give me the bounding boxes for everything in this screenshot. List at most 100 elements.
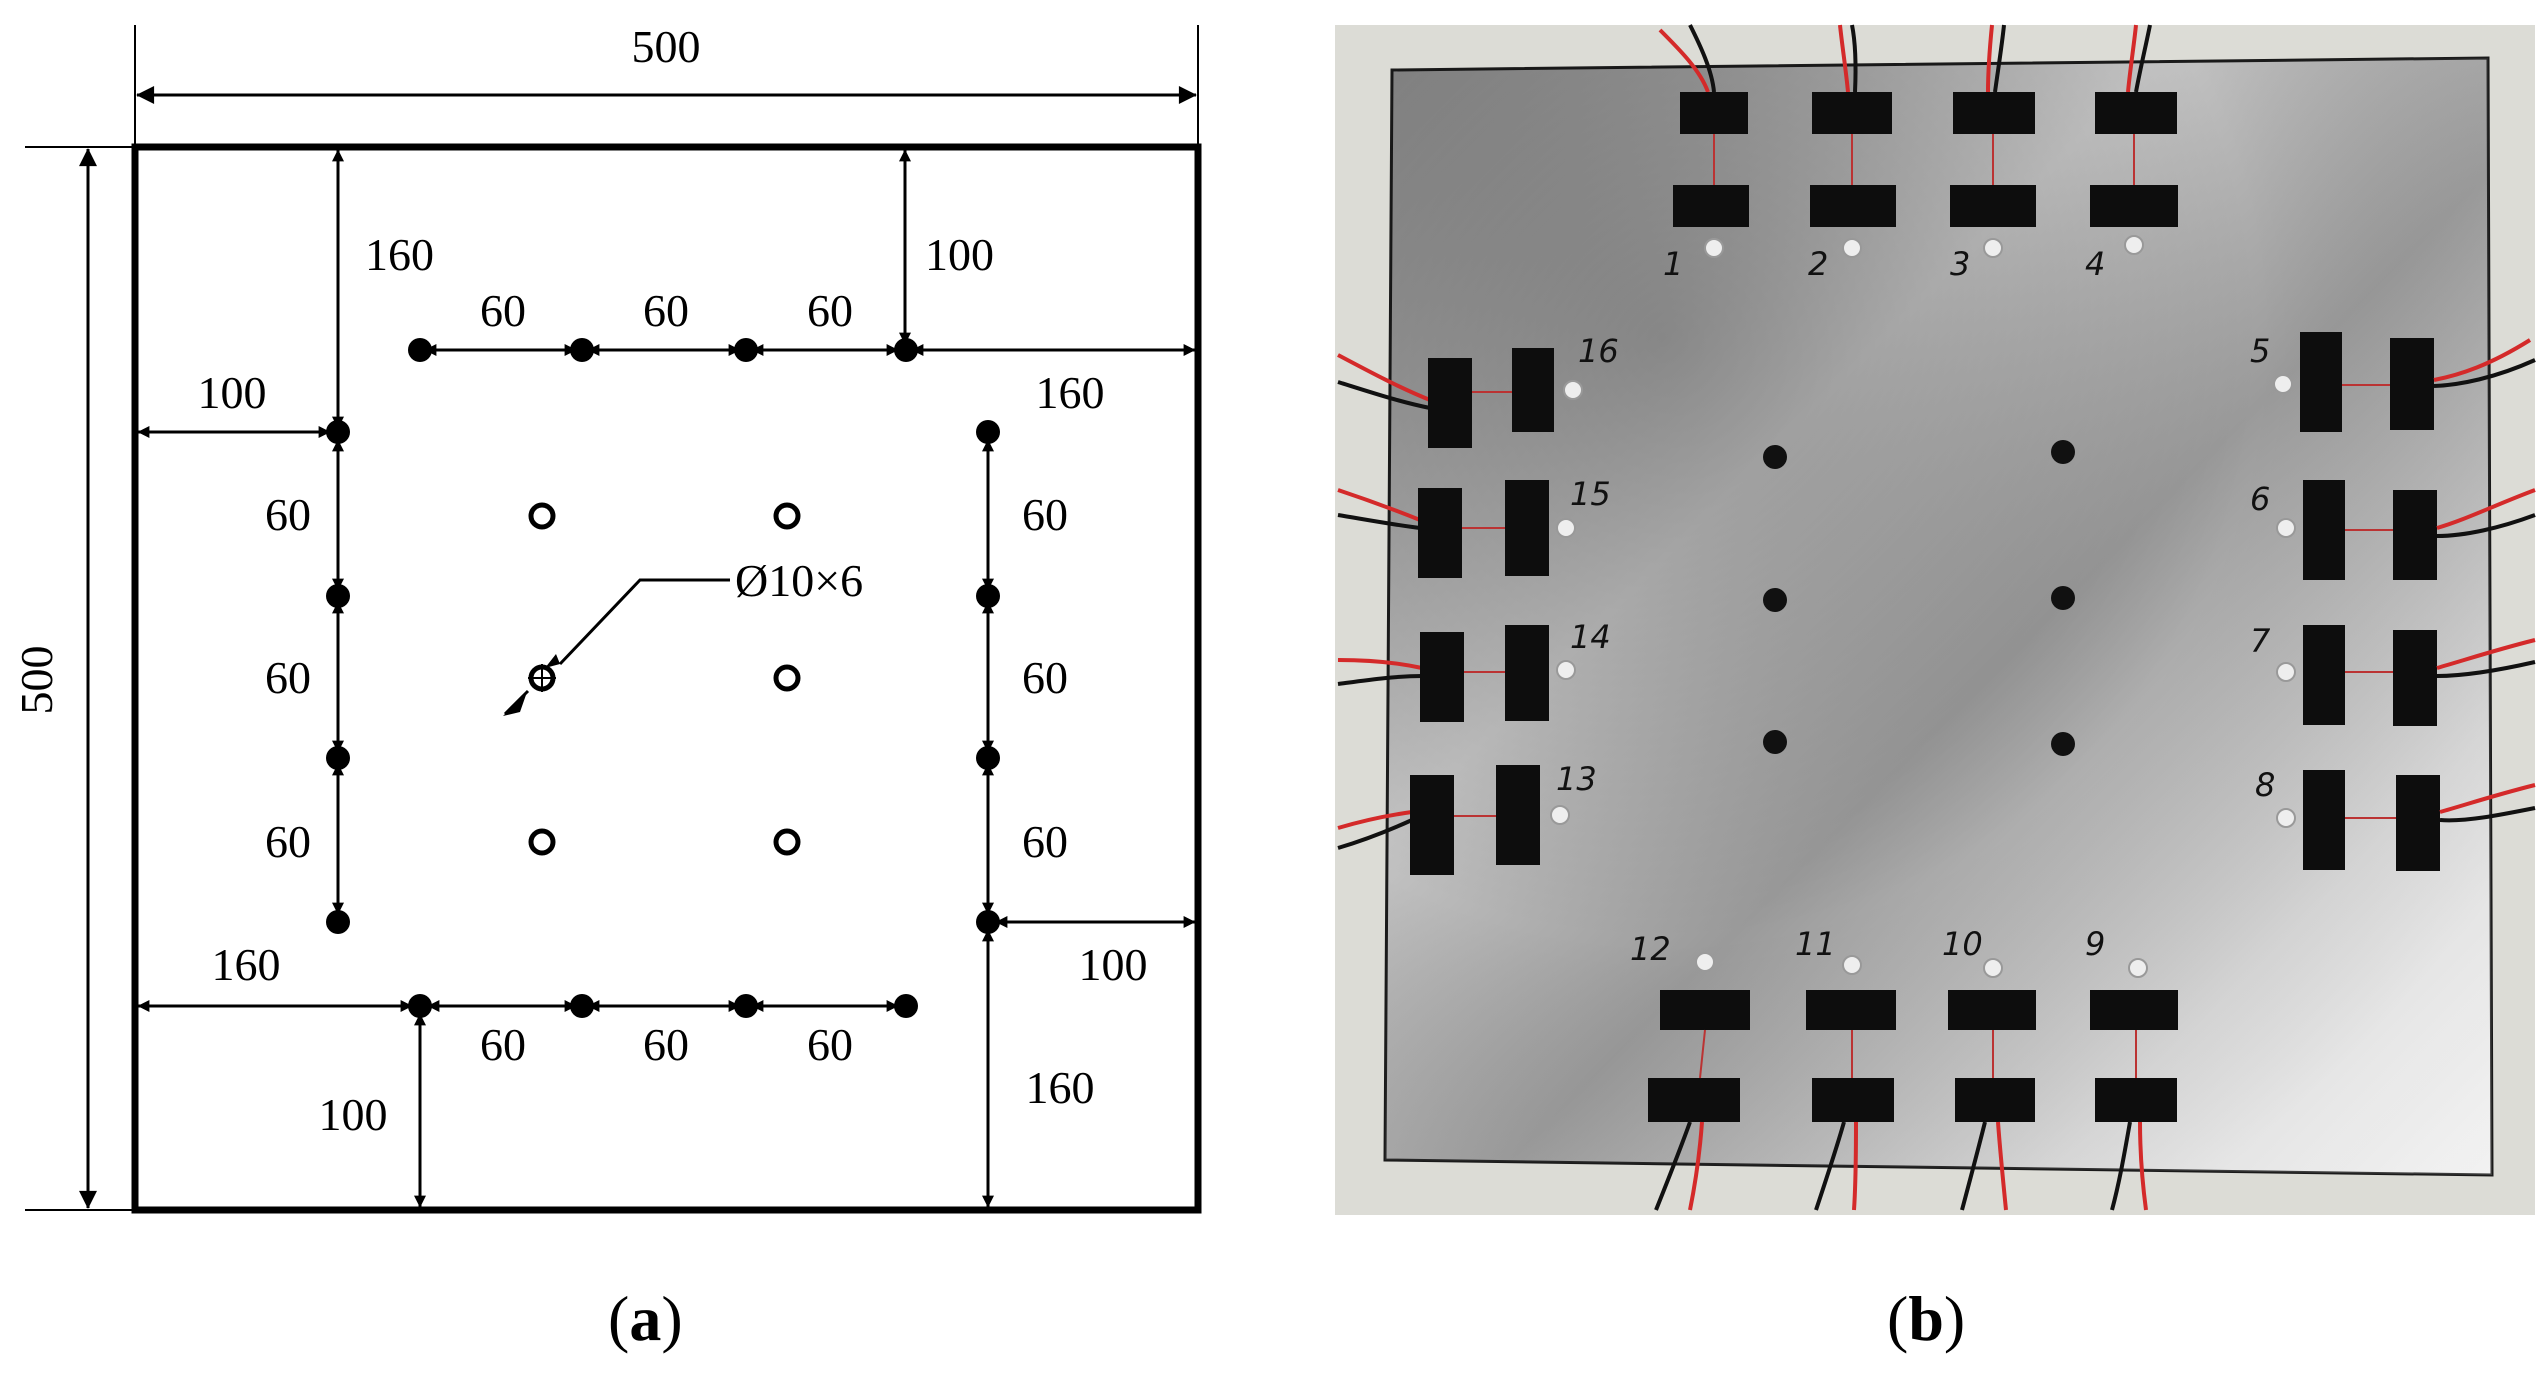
sensor-assembly: 1 xyxy=(1658,24,1749,283)
sensor-dot xyxy=(326,910,350,934)
photo-hole xyxy=(2051,586,2075,610)
sensor-label: 10 xyxy=(1942,925,1983,963)
sensor-label: 6 xyxy=(2250,480,2270,518)
sensor-dot xyxy=(976,746,1000,770)
sensor-assembly: 15 xyxy=(1337,475,1611,578)
tape-patch xyxy=(1953,92,2035,134)
dim-label-60: 60 xyxy=(1022,652,1068,703)
sensor-dots xyxy=(326,338,1000,1018)
sensor-assembly: 11 xyxy=(1795,925,1896,1211)
hole xyxy=(773,502,801,530)
sensor-dot xyxy=(408,338,432,362)
dim-label-60: 60 xyxy=(480,285,526,336)
dim-label-60: 60 xyxy=(643,1019,689,1070)
hole-leader xyxy=(558,578,730,666)
dim-label-60: 60 xyxy=(643,285,689,336)
dim-label-100-right: 100 xyxy=(1079,939,1148,990)
dim-label-160-right: 160 xyxy=(1036,367,1105,418)
panel-b-photograph: 1 2 3 xyxy=(1335,24,2536,1354)
dim-label-160-bottom-left: 160 xyxy=(212,939,281,990)
photo-hole xyxy=(1763,730,1787,754)
tape-patch xyxy=(2090,185,2178,227)
sensor-label: 5 xyxy=(2250,332,2270,370)
sensor-dot xyxy=(734,338,758,362)
dim-label-60: 60 xyxy=(807,285,853,336)
pzt-disc xyxy=(1842,238,1862,258)
tape-patch xyxy=(1810,185,1896,227)
tape-patch xyxy=(1673,185,1749,227)
sensor-label: 8 xyxy=(2255,766,2275,804)
sensor-dot xyxy=(894,338,918,362)
caption-a: (a) xyxy=(608,1283,683,1354)
sensor-assembly: 8 xyxy=(2255,766,2536,871)
sensor-assembly: 7 xyxy=(2250,622,2536,726)
dim-label-60: 60 xyxy=(265,489,311,540)
hole-leader xyxy=(503,689,530,716)
sensor-dot xyxy=(976,910,1000,934)
sensor-label: 1 xyxy=(1663,245,1683,283)
sensor-label: 15 xyxy=(1570,475,1611,513)
caption-b: (b) xyxy=(1887,1283,1965,1354)
sensor-label: 2 xyxy=(1808,245,1828,283)
dim-label-160-top-left: 160 xyxy=(365,229,434,280)
sensors-right: 5 6 7 xyxy=(2250,332,2536,871)
sensor-label: 12 xyxy=(1630,930,1671,968)
sensor-label: 3 xyxy=(1950,245,1970,283)
dim-label-100-left: 100 xyxy=(198,367,267,418)
hole xyxy=(773,664,801,692)
dim-label-60: 60 xyxy=(1022,489,1068,540)
sensor-dot xyxy=(734,994,758,1018)
sensor-assembly: 16 xyxy=(1337,332,1619,448)
dim-label-100-top: 100 xyxy=(925,229,994,280)
sensor-dot xyxy=(326,746,350,770)
holes xyxy=(528,502,801,856)
pzt-disc xyxy=(1983,238,2003,258)
tape-patch xyxy=(2095,92,2177,134)
sensor-assembly: 5 xyxy=(2250,332,2536,432)
sensor-dot xyxy=(326,420,350,444)
dim-label-100-bottom: 100 xyxy=(319,1089,388,1140)
sensor-assembly: 10 xyxy=(1942,925,2036,1211)
pzt-disc xyxy=(2124,235,2144,255)
sensor-label: 16 xyxy=(1578,332,1619,370)
pzt-disc xyxy=(1704,238,1724,258)
dim-label-60: 60 xyxy=(265,652,311,703)
sensor-label: 14 xyxy=(1570,618,1611,656)
sensor-dot xyxy=(894,994,918,1018)
sensor-dot xyxy=(570,338,594,362)
dim-label-160-bottom-right: 160 xyxy=(1026,1062,1095,1113)
height-label: 500 xyxy=(11,646,62,715)
sensor-assembly: 6 xyxy=(2250,480,2536,580)
sensor-assembly: 12 xyxy=(1630,930,1750,1211)
sensor-assembly: 3 xyxy=(1950,24,2036,283)
dim-label-60: 60 xyxy=(480,1019,526,1070)
sensor-assembly: 4 xyxy=(2085,24,2178,283)
photo-hole xyxy=(2051,732,2075,756)
width-label: 500 xyxy=(632,21,701,72)
sensor-dot xyxy=(976,420,1000,444)
hole-label: Ø10×6 xyxy=(735,555,863,606)
plate-shading xyxy=(1385,58,2492,1175)
sensor-dot xyxy=(326,584,350,608)
tape-patch xyxy=(1950,185,2036,227)
sensor-assembly: 9 xyxy=(2085,925,2178,1211)
sensors-bottom: 9 10 11 xyxy=(1630,925,2178,1211)
sensor-assembly: 13 xyxy=(1337,760,1597,875)
sensor-label: 11 xyxy=(1795,925,1836,963)
hole xyxy=(773,828,801,856)
photo-hole xyxy=(1763,588,1787,612)
sensors-top: 1 2 3 xyxy=(1658,24,2178,283)
hole xyxy=(528,502,556,530)
panel-a-dimension-drawing: 500 500 160 100 60 60 60 160 100 60 60 6… xyxy=(11,21,1202,1354)
sensor-label: 7 xyxy=(2250,622,2271,660)
photo-holes xyxy=(1763,440,2075,756)
sensor-label: 9 xyxy=(2085,925,2105,963)
tape-patch xyxy=(1812,92,1892,134)
sensors-left: 16 15 14 xyxy=(1337,332,1619,875)
sensor-label: 13 xyxy=(1556,760,1597,798)
photo-hole xyxy=(2051,440,2075,464)
sensor-assembly: 14 xyxy=(1337,618,1611,722)
sensor-dot xyxy=(408,994,432,1018)
photo-hole xyxy=(1763,445,1787,469)
